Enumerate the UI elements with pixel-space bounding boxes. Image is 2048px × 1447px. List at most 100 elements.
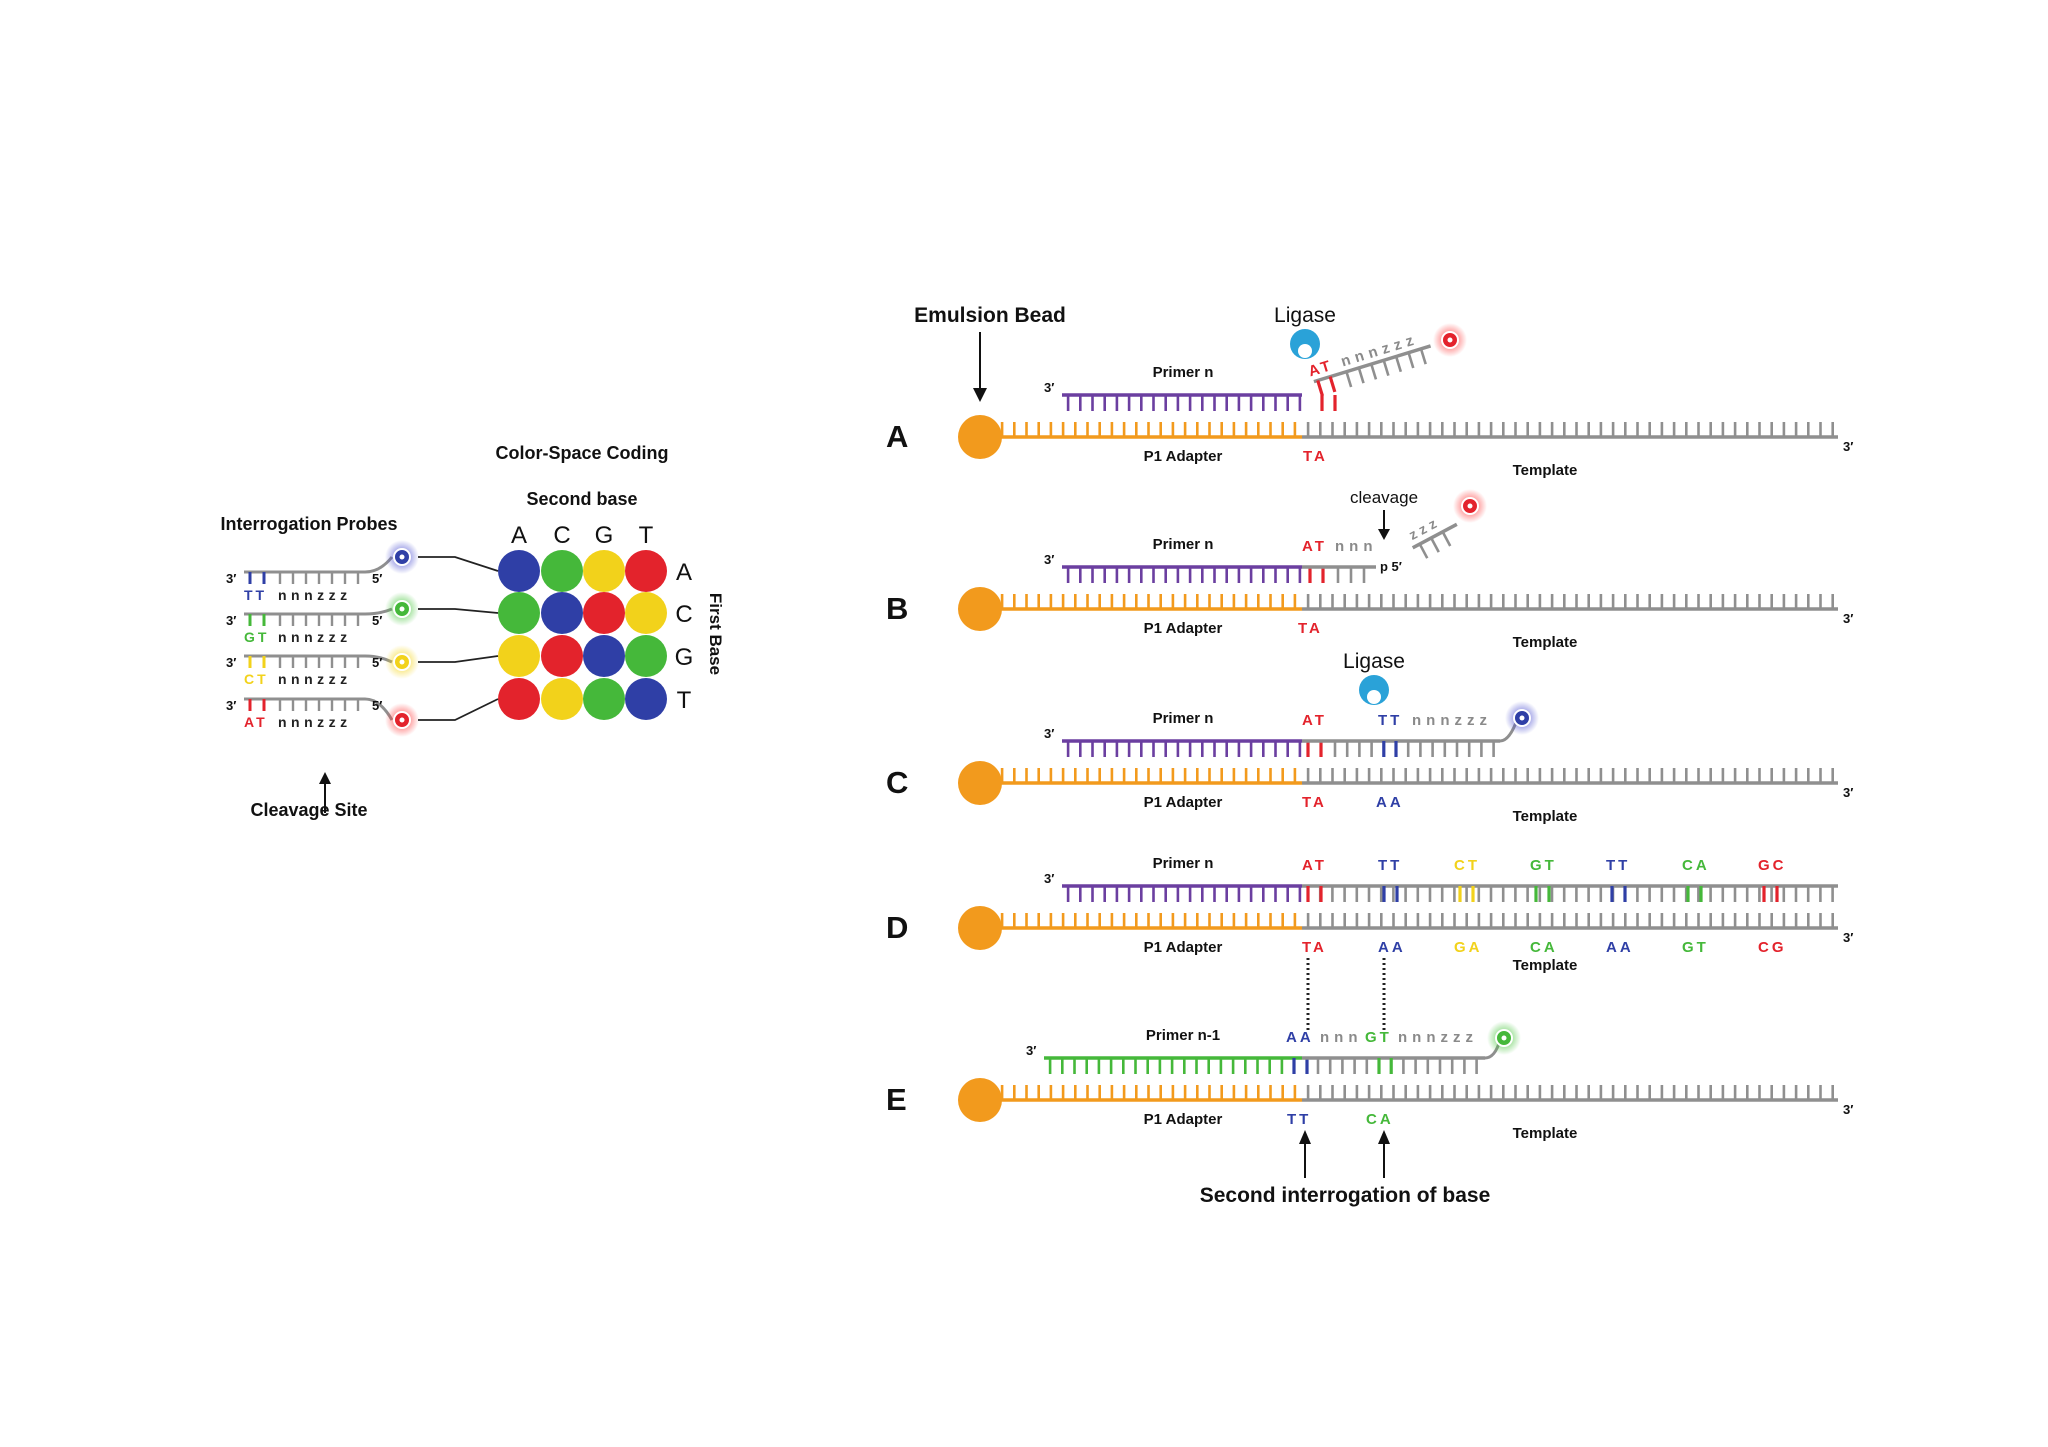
probe-dinucleotide: TT	[244, 587, 267, 603]
template-pair: TA	[1302, 939, 1327, 956]
fragment-tick	[1441, 531, 1452, 547]
probe-five-prime: 5′	[372, 613, 382, 628]
probe-pair-a: AA	[1286, 1029, 1314, 1046]
coding-cell-CC	[541, 592, 583, 634]
probe-tick	[1382, 359, 1390, 376]
adapter-label: P1 Adapter	[1144, 939, 1223, 956]
five-prime-phosphate: p 5′	[1380, 559, 1402, 574]
coding-cell-AG	[583, 550, 625, 592]
primer-label: Primer n	[1153, 710, 1214, 727]
step-letter: B	[886, 591, 908, 626]
primer-label: Primer n	[1153, 536, 1214, 553]
probe-pair-b: GT	[1365, 1029, 1392, 1046]
first-base-letter: G	[675, 644, 694, 671]
template-pair: TA	[1303, 448, 1328, 465]
coding-cell-TC	[541, 678, 583, 720]
template-strand	[1302, 1085, 1838, 1102]
probe-colored-tick	[1328, 376, 1337, 393]
template-pair: TA	[1302, 794, 1327, 811]
template-label: Template	[1513, 634, 1578, 651]
probe-dinucleotide: GT	[244, 629, 269, 645]
template-strand	[1302, 594, 1838, 611]
fragment-tick	[1430, 537, 1440, 553]
probe-tail: nnnzzz	[278, 587, 352, 603]
coding-cell-GT	[625, 635, 667, 677]
interrogation-arrow-head	[1299, 1130, 1311, 1144]
step-letter: E	[886, 1082, 907, 1117]
ligated-probe-pair: AT	[1302, 857, 1327, 874]
fragment-tail: zzz	[1406, 513, 1443, 543]
p1-adapter-strand	[996, 422, 1302, 439]
template-pair: TT	[1287, 1111, 1311, 1128]
template-three-prime: 3′	[1843, 439, 1853, 454]
probe-connector	[418, 556, 499, 572]
p1-adapter-strand	[996, 913, 1302, 930]
interrogation-arrow-head	[1378, 1130, 1390, 1144]
primer-label: Primer n	[1153, 855, 1214, 872]
coding-cell-TA	[498, 678, 540, 720]
probe-tick	[1370, 363, 1378, 380]
fragment-tick	[1418, 543, 1429, 559]
probe-tick	[1394, 356, 1403, 373]
fragment-backbone	[1411, 522, 1458, 550]
p1-adapter-strand	[996, 594, 1302, 611]
coding-cell-CA	[498, 592, 540, 634]
template-three-prime: 3′	[1843, 611, 1853, 626]
probe-dinucleotide: AT	[1302, 538, 1327, 555]
template-label: Template	[1513, 1125, 1578, 1142]
second-base-letter: G	[595, 522, 614, 549]
probe-connector	[418, 608, 499, 614]
probe-dye-red-core	[399, 717, 405, 723]
coding-cell-AT	[625, 550, 667, 592]
probe-dinucleotide: AT	[244, 714, 268, 730]
ligated-probe-pair: TT	[1378, 857, 1402, 874]
probe-colored-tick	[1316, 379, 1324, 397]
p1-adapter-strand	[996, 1085, 1302, 1102]
ligase-label-a: Ligase	[1274, 304, 1336, 327]
ligated-probe-pair: GC	[1758, 857, 1787, 874]
coding-cell-AC	[541, 550, 583, 592]
template-strand	[1302, 913, 1838, 930]
primer-three-prime: 3′	[1044, 871, 1054, 886]
probe-three-prime: 3′	[226, 655, 236, 670]
first-pair: AT	[1302, 712, 1327, 729]
coding-cell-GA	[498, 635, 540, 677]
ligase-label-c: Ligase	[1343, 650, 1405, 673]
primer-strand	[1062, 565, 1302, 583]
template-strand	[1302, 422, 1838, 439]
probe-dye-yellow-core	[399, 659, 405, 665]
template-pair: TA	[1298, 620, 1323, 637]
probe-three-prime: 3′	[226, 613, 236, 628]
probes-title: Interrogation Probes	[220, 514, 397, 534]
step-letter: A	[886, 419, 908, 454]
coding-cell-CG	[583, 592, 625, 634]
emulsion-bead	[958, 906, 1002, 950]
ligase-enzyme-a-notch	[1298, 344, 1312, 358]
primer-strand	[1044, 1056, 1302, 1074]
ligated-probe-pair: CA	[1682, 857, 1710, 874]
first-base-label: First Base	[706, 593, 725, 675]
template-pair: CA	[1530, 939, 1558, 956]
probe-tail: nnnzzz	[278, 714, 352, 730]
second-base-label: Second base	[526, 489, 637, 509]
template-label: Template	[1513, 957, 1578, 974]
probe-dye-green-core	[399, 606, 405, 612]
template-three-prime: 3′	[1843, 1102, 1853, 1117]
probe-connector	[418, 655, 499, 663]
dye-red-a-core	[1447, 337, 1453, 343]
cleavage-arrow-head-b	[1378, 529, 1390, 540]
emulsion-bead-label: Emulsion Bead	[914, 304, 1066, 327]
template-pair: CG	[1758, 939, 1787, 956]
emulsion-bead	[958, 587, 1002, 631]
emulsion-bead	[958, 761, 1002, 805]
p1-adapter-strand	[996, 768, 1302, 785]
template-three-prime: 3′	[1843, 785, 1853, 800]
probe-five-prime: 5′	[372, 655, 382, 670]
